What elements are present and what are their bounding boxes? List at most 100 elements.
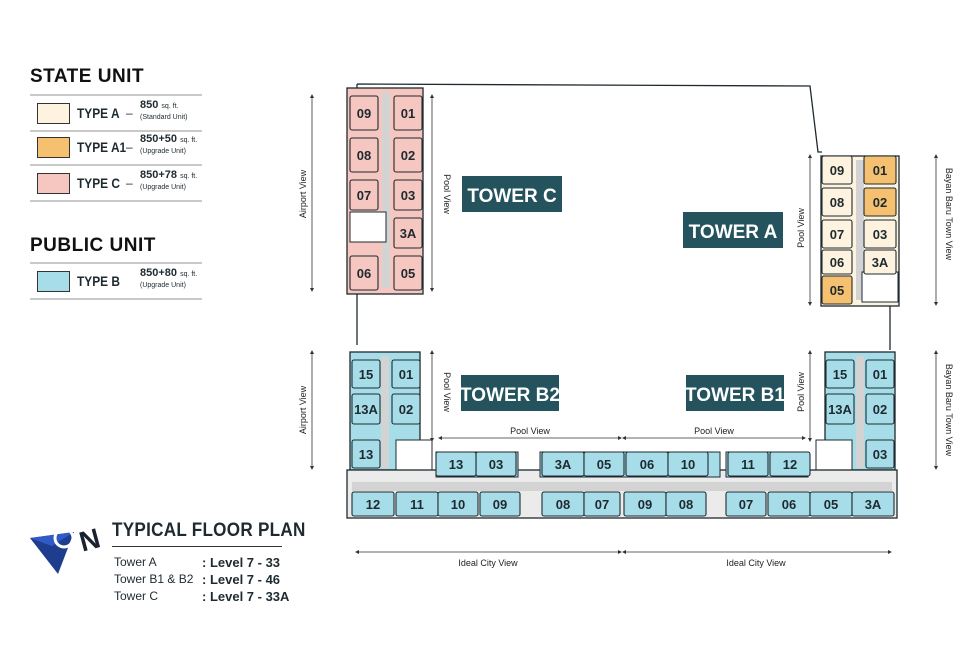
unit-number: 01 xyxy=(401,106,415,121)
legend-type-name: TYPE C xyxy=(77,175,120,191)
tower-c-label: TOWER C xyxy=(467,186,557,207)
unit-number: 05 xyxy=(597,457,611,472)
tower-b1-label: TOWER B1 xyxy=(685,385,785,406)
swatch-type-a1 xyxy=(37,137,70,158)
unit-cell: 08 xyxy=(821,187,853,217)
unit-cell-shape xyxy=(583,451,625,477)
legend-dash: – xyxy=(126,106,133,120)
bayan-baru-town-view-label: Bayan Baru Town View xyxy=(944,168,954,261)
unit-number: 13 xyxy=(449,457,463,472)
unit-cell-shape xyxy=(391,359,421,389)
unit-cell: 09 xyxy=(479,491,521,517)
unit-cell: 05 xyxy=(583,451,625,477)
unit-cell: 03 xyxy=(863,219,897,249)
legend-subtitle: (Upgrade Unit) xyxy=(140,184,186,191)
unit-number: 07 xyxy=(595,497,609,512)
unit-cell: 10 xyxy=(437,491,479,517)
unit-number: 02 xyxy=(399,402,413,417)
unit-cell-shape xyxy=(393,137,423,173)
unit-cell-shape xyxy=(821,275,853,305)
unit-cell: 02 xyxy=(865,393,895,425)
unit-cell-shape xyxy=(821,155,853,185)
north-compass-icon: N xyxy=(30,522,103,574)
unit-cell: 13A xyxy=(825,393,855,425)
unit-cell-shape xyxy=(393,217,423,249)
unit-cell: 01 xyxy=(393,95,423,131)
unit-cell-shape xyxy=(865,359,895,389)
legend-size: 850 sq. ft. xyxy=(140,99,179,111)
swatch-type-a xyxy=(37,103,70,124)
level-row-tower-c: Tower C: Level 7 - 33A xyxy=(114,589,290,604)
unit-cell-shape xyxy=(665,491,707,517)
legend-row-type-a1: TYPE A1 – 850+50 sq. ft. (Upgrade Unit) xyxy=(30,130,202,166)
unit-number: 01 xyxy=(873,163,887,178)
unit-number: 06 xyxy=(830,255,844,270)
unit-cell: 03 xyxy=(475,451,517,477)
unit-cell-shape xyxy=(583,491,621,517)
unit-number: 13A xyxy=(354,402,378,417)
unit-cell-shape xyxy=(851,491,895,517)
unit-cell-shape xyxy=(863,155,897,185)
unit-number: 09 xyxy=(357,106,371,121)
unit-cell: 06 xyxy=(625,451,669,477)
unit-cell: 02 xyxy=(393,137,423,173)
unit-number: 08 xyxy=(830,195,844,210)
unit-cell: 02 xyxy=(863,187,897,217)
unit-cell: 06 xyxy=(349,255,379,291)
unit-number: 09 xyxy=(830,163,844,178)
unit-cell: 09 xyxy=(349,95,379,131)
unit-number: 02 xyxy=(873,402,887,417)
ideal-city-view-label: Ideal City View xyxy=(458,558,518,568)
unit-cell-shape xyxy=(437,491,479,517)
swatch-type-c xyxy=(37,173,70,194)
public-unit-title: PUBLIC UNIT xyxy=(30,235,156,256)
unit-number: 06 xyxy=(782,497,796,512)
legend-type-name: TYPE B xyxy=(77,273,120,289)
unit-cell: 3A xyxy=(393,217,423,249)
unit-cell: 3A xyxy=(863,249,897,275)
unit-cell-shape xyxy=(821,219,853,249)
legend-dash: – xyxy=(126,176,133,190)
unit-cell-shape xyxy=(725,491,767,517)
legend-type-name: TYPE A1 xyxy=(77,139,127,155)
unit-cell-shape xyxy=(825,393,855,425)
unit-number: 13 xyxy=(359,447,373,462)
level-row-tower-b: Tower B1 & B2: Level 7 - 46 xyxy=(114,572,281,587)
unit-number: 06 xyxy=(640,457,654,472)
pool-view-label: Pool View xyxy=(442,372,452,412)
unit-cell-shape xyxy=(727,451,769,477)
unit-cell: 05 xyxy=(821,275,853,305)
unit-cell: 06 xyxy=(821,249,853,275)
pool-view-label: Pool View xyxy=(796,208,806,248)
unit-cell: 07 xyxy=(821,219,853,249)
unit-number: 09 xyxy=(638,497,652,512)
unit-cell: 09 xyxy=(623,491,667,517)
unit-number: 12 xyxy=(783,457,797,472)
unit-cell: 12 xyxy=(351,491,395,517)
unit-cell-shape xyxy=(479,491,521,517)
view-labels: Airport View Airport View Pool View Pool… xyxy=(298,168,954,568)
unit-cell: 13 xyxy=(435,451,477,477)
unit-cell-shape xyxy=(351,359,381,389)
unit-number: 03 xyxy=(401,188,415,203)
airport-view-label: Airport View xyxy=(298,169,308,218)
unit-cell: 08 xyxy=(349,137,379,173)
tower-a-label-bg xyxy=(683,212,783,248)
unit-number: 10 xyxy=(451,497,465,512)
unit-cell-shape xyxy=(769,451,811,477)
unit-number: 03 xyxy=(873,447,887,462)
unit-cell-shape xyxy=(863,249,897,275)
view-lines xyxy=(310,94,938,554)
unit-number: 03 xyxy=(873,227,887,242)
unit-cell: 08 xyxy=(541,491,585,517)
unit-cell: 03 xyxy=(865,439,895,469)
unit-cell: 03 xyxy=(393,179,423,211)
unit-number: 08 xyxy=(679,497,693,512)
unit-number: 13A xyxy=(828,402,852,417)
pool-view-label: Pool View xyxy=(442,174,452,214)
unit-number: 07 xyxy=(739,497,753,512)
unit-cell-shape xyxy=(349,95,379,131)
legend-row-type-c: TYPE C – 850+78 sq. ft. (Upgrade Unit) xyxy=(30,166,202,202)
unit-cell-shape xyxy=(393,95,423,131)
